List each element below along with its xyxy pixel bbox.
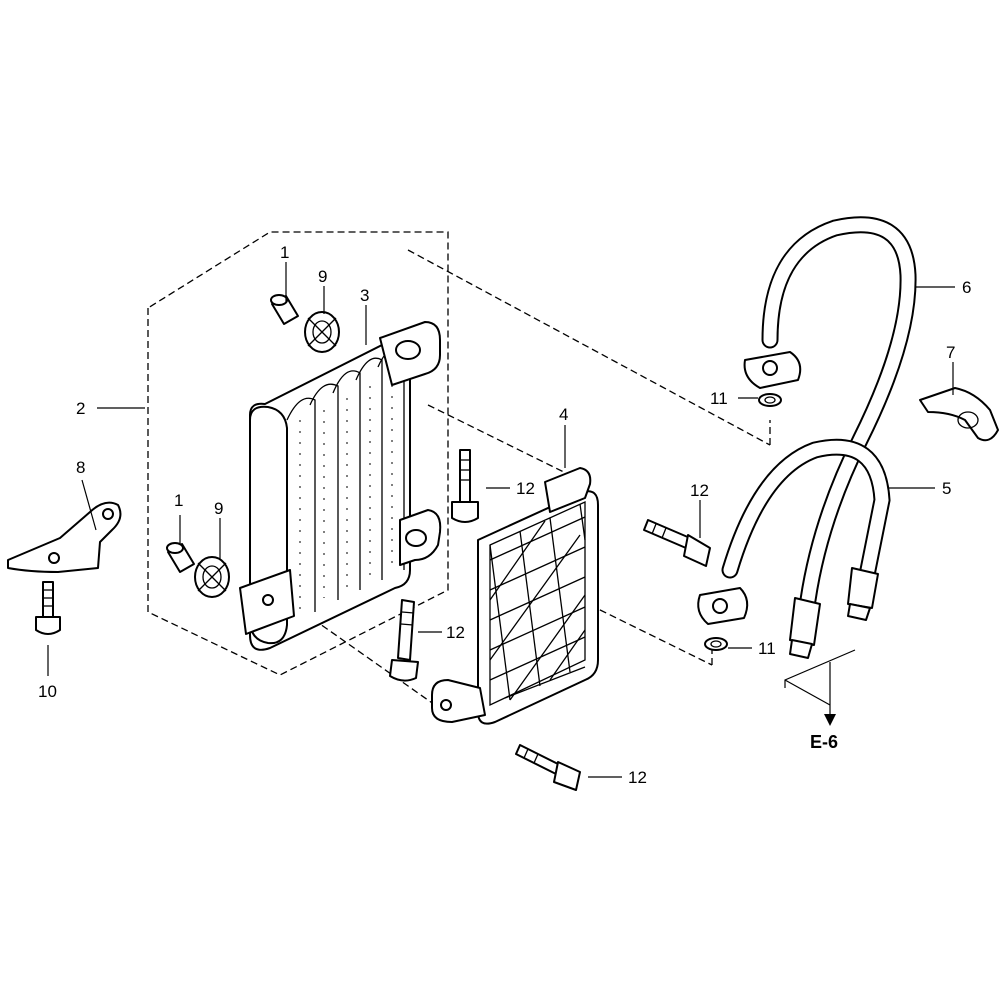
- grommet-top[interactable]: [304, 311, 340, 353]
- callout-grommet-top: 9: [318, 267, 327, 286]
- callout-oil-cooler: 3: [360, 286, 369, 305]
- assembly-boundary: [147, 231, 771, 706]
- spacer-top[interactable]: [270, 294, 299, 325]
- stay[interactable]: [7, 501, 122, 573]
- callout-spacer-bottom: 1: [174, 491, 183, 510]
- callout-grommet-bottom: 9: [214, 499, 223, 518]
- clamp[interactable]: [919, 387, 999, 442]
- callout-clamp: 7: [946, 343, 955, 362]
- callout-washer-bottom: 11: [758, 639, 776, 658]
- callout-bolt-b: 12: [690, 481, 709, 500]
- callout-hose-long: 6: [962, 278, 971, 297]
- callout-bolt-d: 12: [628, 768, 647, 787]
- bolt-c[interactable]: [389, 599, 419, 682]
- callout-hose-short: 5: [942, 479, 951, 498]
- reference-pointer: [784, 649, 856, 726]
- callout-spacer-top: 1: [280, 243, 289, 262]
- cooler-guard[interactable]: [431, 467, 599, 725]
- callout-stay: 8: [76, 458, 85, 477]
- callout-washer-top: 11: [710, 389, 728, 408]
- reference-e6[interactable]: E-6: [810, 732, 838, 752]
- bolt-b[interactable]: [643, 519, 711, 567]
- hose-long[interactable]: [743, 216, 917, 659]
- callout-cooler-guard: 4: [559, 405, 568, 424]
- hose-short[interactable]: [697, 438, 891, 625]
- washer-top[interactable]: [758, 393, 782, 407]
- spacer-bottom[interactable]: [166, 542, 195, 573]
- callout-oil-cooler-assembly: 2: [76, 399, 85, 418]
- washer-bottom[interactable]: [704, 637, 728, 651]
- callout-bolt-stay: 10: [38, 682, 57, 701]
- bolt-d[interactable]: [515, 744, 581, 791]
- callout-bolt-a: 12: [516, 479, 535, 498]
- callout-bolt-c: 12: [446, 623, 465, 642]
- oil-cooler[interactable]: [239, 321, 442, 651]
- bolt-stay[interactable]: [35, 581, 61, 635]
- bolt-a[interactable]: [451, 449, 479, 523]
- grommet-bottom[interactable]: [194, 556, 230, 598]
- leader-lines: [47, 262, 955, 778]
